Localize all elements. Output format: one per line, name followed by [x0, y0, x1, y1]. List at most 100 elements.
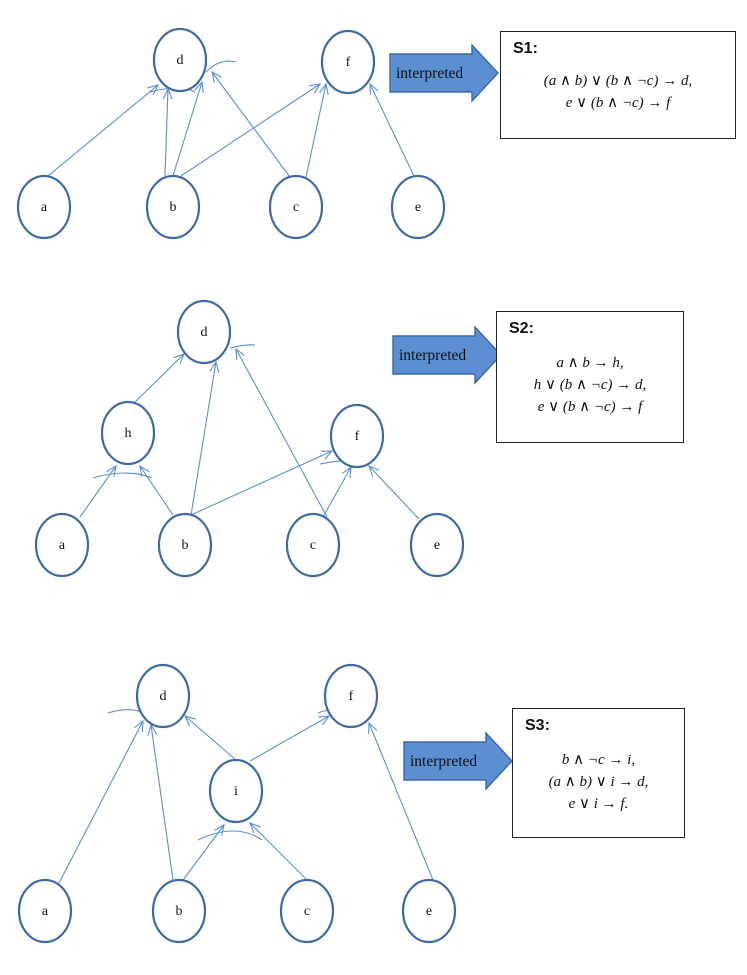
- edge-b-to-d: [147, 723, 174, 881]
- edge-line: [369, 83, 415, 177]
- edge-e-to-f: [369, 82, 415, 177]
- arrowhead: [147, 723, 158, 736]
- rule-box-s1: S1: (a ∧ b) ∨ (b ∧ ¬c) → d, e ∨ (b ∧ ¬c)…: [500, 31, 736, 139]
- node-circle: [176, 299, 232, 365]
- interpreted-arrow-shape: [392, 325, 502, 385]
- node-circle: [390, 174, 446, 240]
- edge-line: [305, 83, 327, 178]
- edge-b-to-f: [190, 450, 334, 516]
- interpreted-arrow-s2: interpreted: [392, 325, 502, 385]
- edge-b-to-f: [180, 83, 322, 177]
- edge-line: [58, 720, 144, 884]
- edge-i-to-f: [249, 715, 331, 762]
- node-circle: [268, 174, 324, 240]
- node-b: b: [157, 512, 213, 578]
- rule-title-s3: S3:: [525, 717, 550, 734]
- arrowhead: [309, 83, 322, 94]
- node-a: a: [16, 174, 72, 240]
- edge-e-to-f: [368, 721, 434, 881]
- edge-line: [322, 466, 352, 518]
- node-label: c: [293, 200, 299, 215]
- arrowhead: [319, 82, 329, 95]
- rule-title-s1: S1:: [513, 40, 538, 57]
- node-label: c: [304, 904, 310, 919]
- edge-line: [172, 81, 203, 177]
- edge-line: [133, 353, 185, 404]
- rule-line: e ∨ i → f.: [568, 796, 629, 812]
- node-b: b: [151, 878, 207, 944]
- join-arc: [229, 344, 256, 349]
- node-circle: [320, 29, 376, 95]
- edge-line: [368, 465, 420, 520]
- rule-box-s3: S3: b ∧ ¬c → i, (a ∧ b) ∨ i → d, e ∨ i →…: [512, 708, 685, 838]
- node-circle: [323, 663, 379, 729]
- node-label: f: [355, 429, 360, 444]
- arrowhead: [147, 84, 160, 96]
- node-circle: [285, 512, 341, 578]
- arrowhead: [134, 719, 144, 733]
- edge-line: [190, 361, 217, 516]
- edge-line: [249, 822, 308, 881]
- node-circle: [409, 512, 465, 578]
- node-d: d: [176, 299, 232, 365]
- node-label: i: [234, 784, 238, 799]
- interpreted-arrow-s3: interpreted: [403, 731, 513, 791]
- diagram-s2: d h f a b c e: [34, 299, 465, 578]
- join-arc: [107, 709, 143, 714]
- edge-b-to-d: [172, 80, 204, 177]
- rule-line: h ∨ (b ∧ ¬c) → d,: [533, 377, 647, 393]
- edge-c-to-i: [249, 822, 308, 881]
- node-a: a: [17, 878, 73, 944]
- edge-a-to-d: [47, 84, 160, 177]
- node-f: f: [320, 29, 376, 95]
- arrowhead: [369, 82, 379, 96]
- edge-line: [235, 348, 328, 518]
- node-label: d: [177, 53, 184, 68]
- node-label: h: [125, 426, 132, 441]
- node-label: b: [176, 904, 183, 919]
- node-label: a: [42, 904, 49, 919]
- edge-h-to-d: [133, 353, 185, 404]
- arrowhead: [209, 360, 220, 373]
- node-i: i: [208, 758, 264, 824]
- node-label: b: [182, 538, 189, 553]
- node-label: c: [310, 538, 316, 553]
- edge-line: [190, 450, 333, 516]
- interpreted-arrow-s1: interpreted: [389, 43, 499, 103]
- arrowhead: [341, 465, 352, 479]
- edge-line: [184, 715, 237, 761]
- node-e: e: [409, 512, 465, 578]
- node-label: a: [59, 538, 66, 553]
- node-label: d: [160, 689, 167, 704]
- arrowhead: [235, 347, 246, 361]
- node-label: f: [349, 689, 354, 704]
- edge-line: [47, 84, 159, 177]
- node-c: c: [268, 174, 324, 240]
- node-circle: [152, 27, 208, 93]
- edge-line: [150, 724, 174, 881]
- arrowhead: [139, 464, 150, 477]
- node-f: f: [323, 663, 379, 729]
- rule-title-s2: S2:: [509, 320, 534, 337]
- rule-line: (a ∧ b) ∨ i → d,: [548, 774, 649, 790]
- interpreted-label: interpreted: [410, 753, 477, 770]
- join-arc: [197, 830, 263, 841]
- rule-line: a ∧ b → h,: [556, 355, 624, 371]
- edge-c-to-f: [305, 82, 329, 178]
- edge-line: [180, 83, 321, 177]
- edge-line: [249, 715, 330, 762]
- arrowhead: [320, 450, 334, 460]
- node-circle: [401, 878, 457, 944]
- node-d: d: [152, 27, 208, 93]
- join-arc: [205, 60, 237, 73]
- arrowhead: [317, 715, 331, 726]
- interpreted-label: interpreted: [399, 347, 466, 364]
- node-label: e: [434, 538, 440, 553]
- edge-c-to-f: [322, 465, 352, 518]
- arrowhead: [173, 353, 185, 365]
- node-circle: [208, 758, 264, 824]
- interpreted-arrow-shape: [403, 731, 513, 791]
- node-circle: [145, 174, 201, 240]
- node-label: f: [346, 55, 351, 70]
